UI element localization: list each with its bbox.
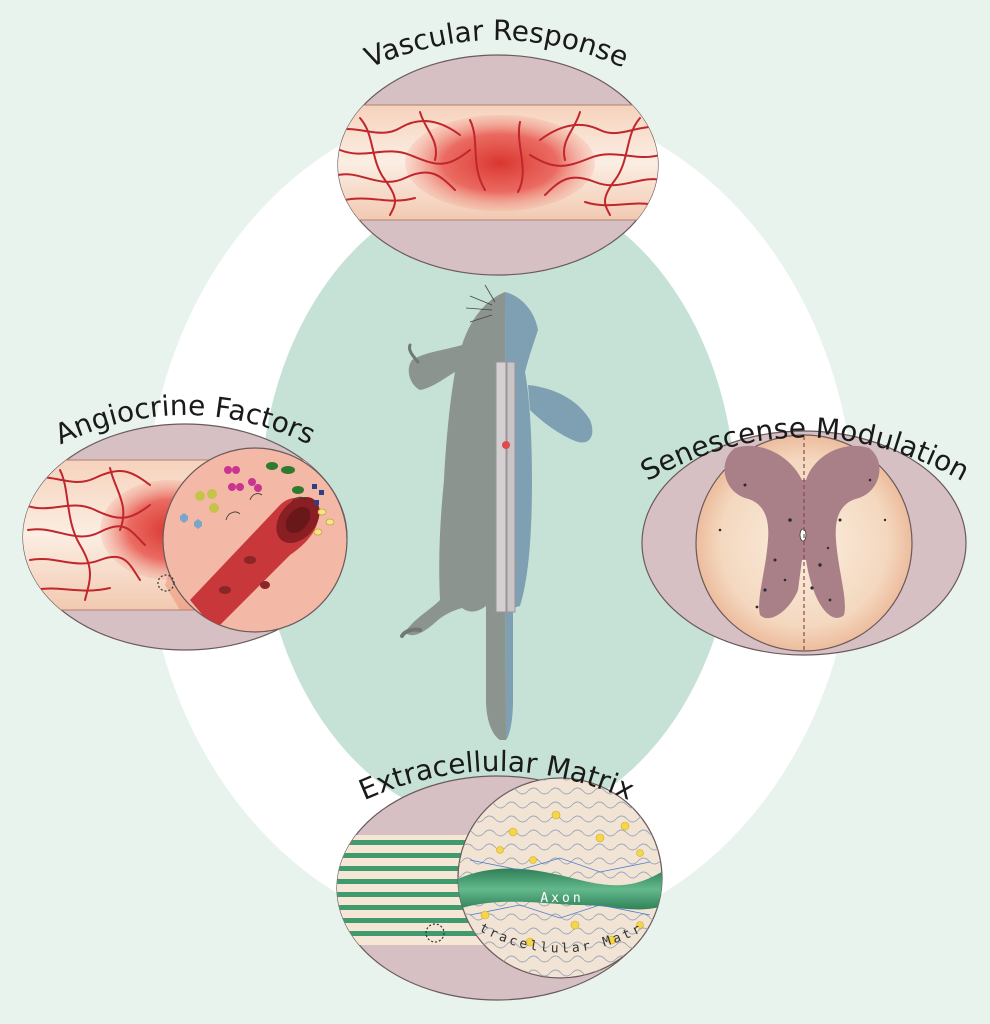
- mouse-silhouette-icon: [400, 284, 593, 740]
- angiocrine-factors-molecules: [180, 462, 335, 536]
- panel-vascular-response: Vascular Response: [337, 14, 659, 276]
- spinal-cord-cross-section-icon: [695, 434, 913, 652]
- panel-senescence-modulation: Senescense Modulation: [635, 411, 975, 656]
- label-axon: Axon: [540, 891, 583, 906]
- panel-angiocrine-factors: Angiocrine Factors: [22, 389, 348, 651]
- angiocrine-inset: [162, 447, 348, 633]
- blood-vessel-icon: [338, 111, 658, 216]
- extracellular-matrix-mesh-icon: [458, 778, 662, 978]
